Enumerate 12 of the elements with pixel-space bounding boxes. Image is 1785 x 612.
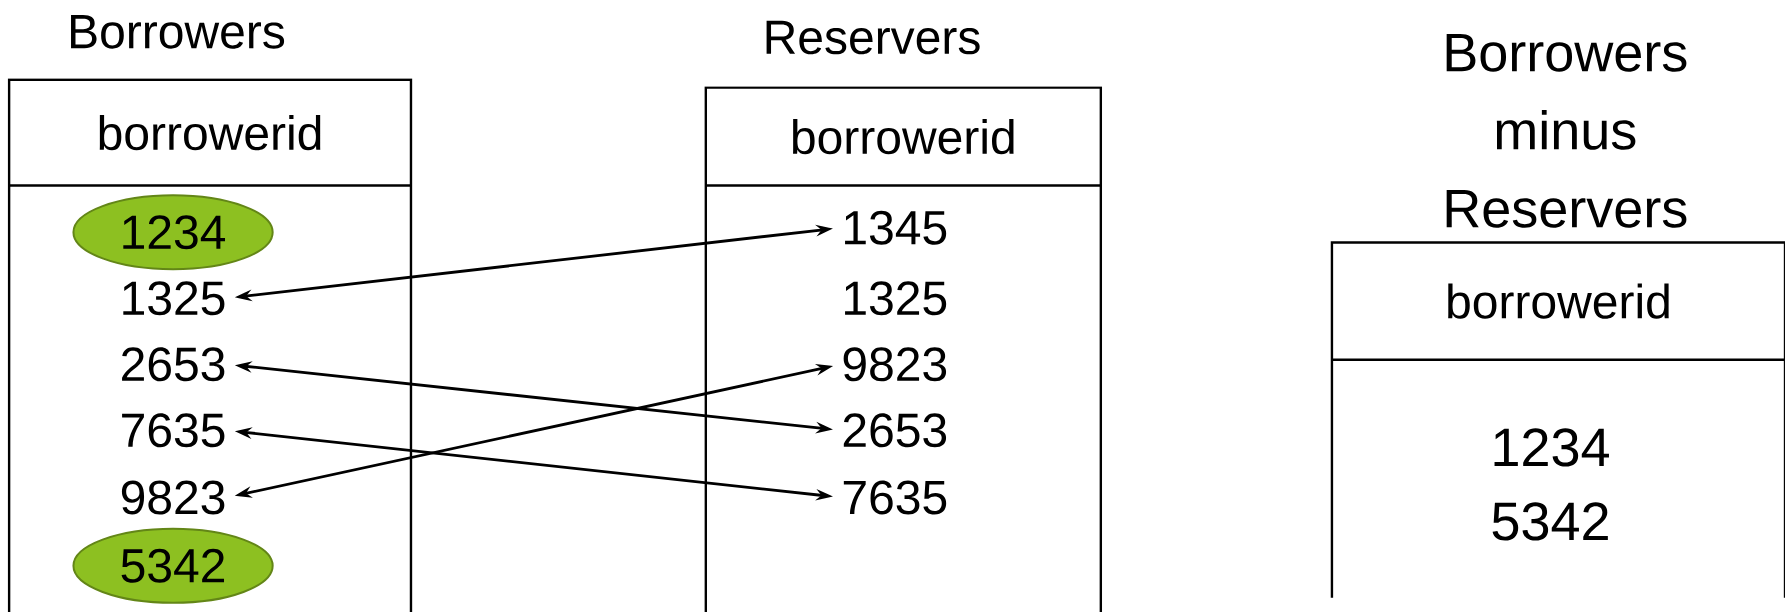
cell-value: 1345	[845, 210, 947, 245]
cell-value: 9823	[121, 480, 225, 515]
cell-value: 7635	[122, 413, 225, 448]
cell-value: 7635	[843, 480, 947, 515]
highlighted-value: 5342	[72, 527, 274, 604]
cell-value: 1325	[845, 281, 947, 316]
cell-value: 2653	[843, 413, 947, 448]
cell-value: 2653	[122, 347, 225, 382]
table: Borrowers minus Reservers borrowerid 1234 5342	[1330, 33, 1785, 598]
highlighted-value: 1234	[72, 194, 274, 270]
cell-value: 1325	[123, 281, 225, 316]
cell-value: 9823	[843, 347, 947, 382]
